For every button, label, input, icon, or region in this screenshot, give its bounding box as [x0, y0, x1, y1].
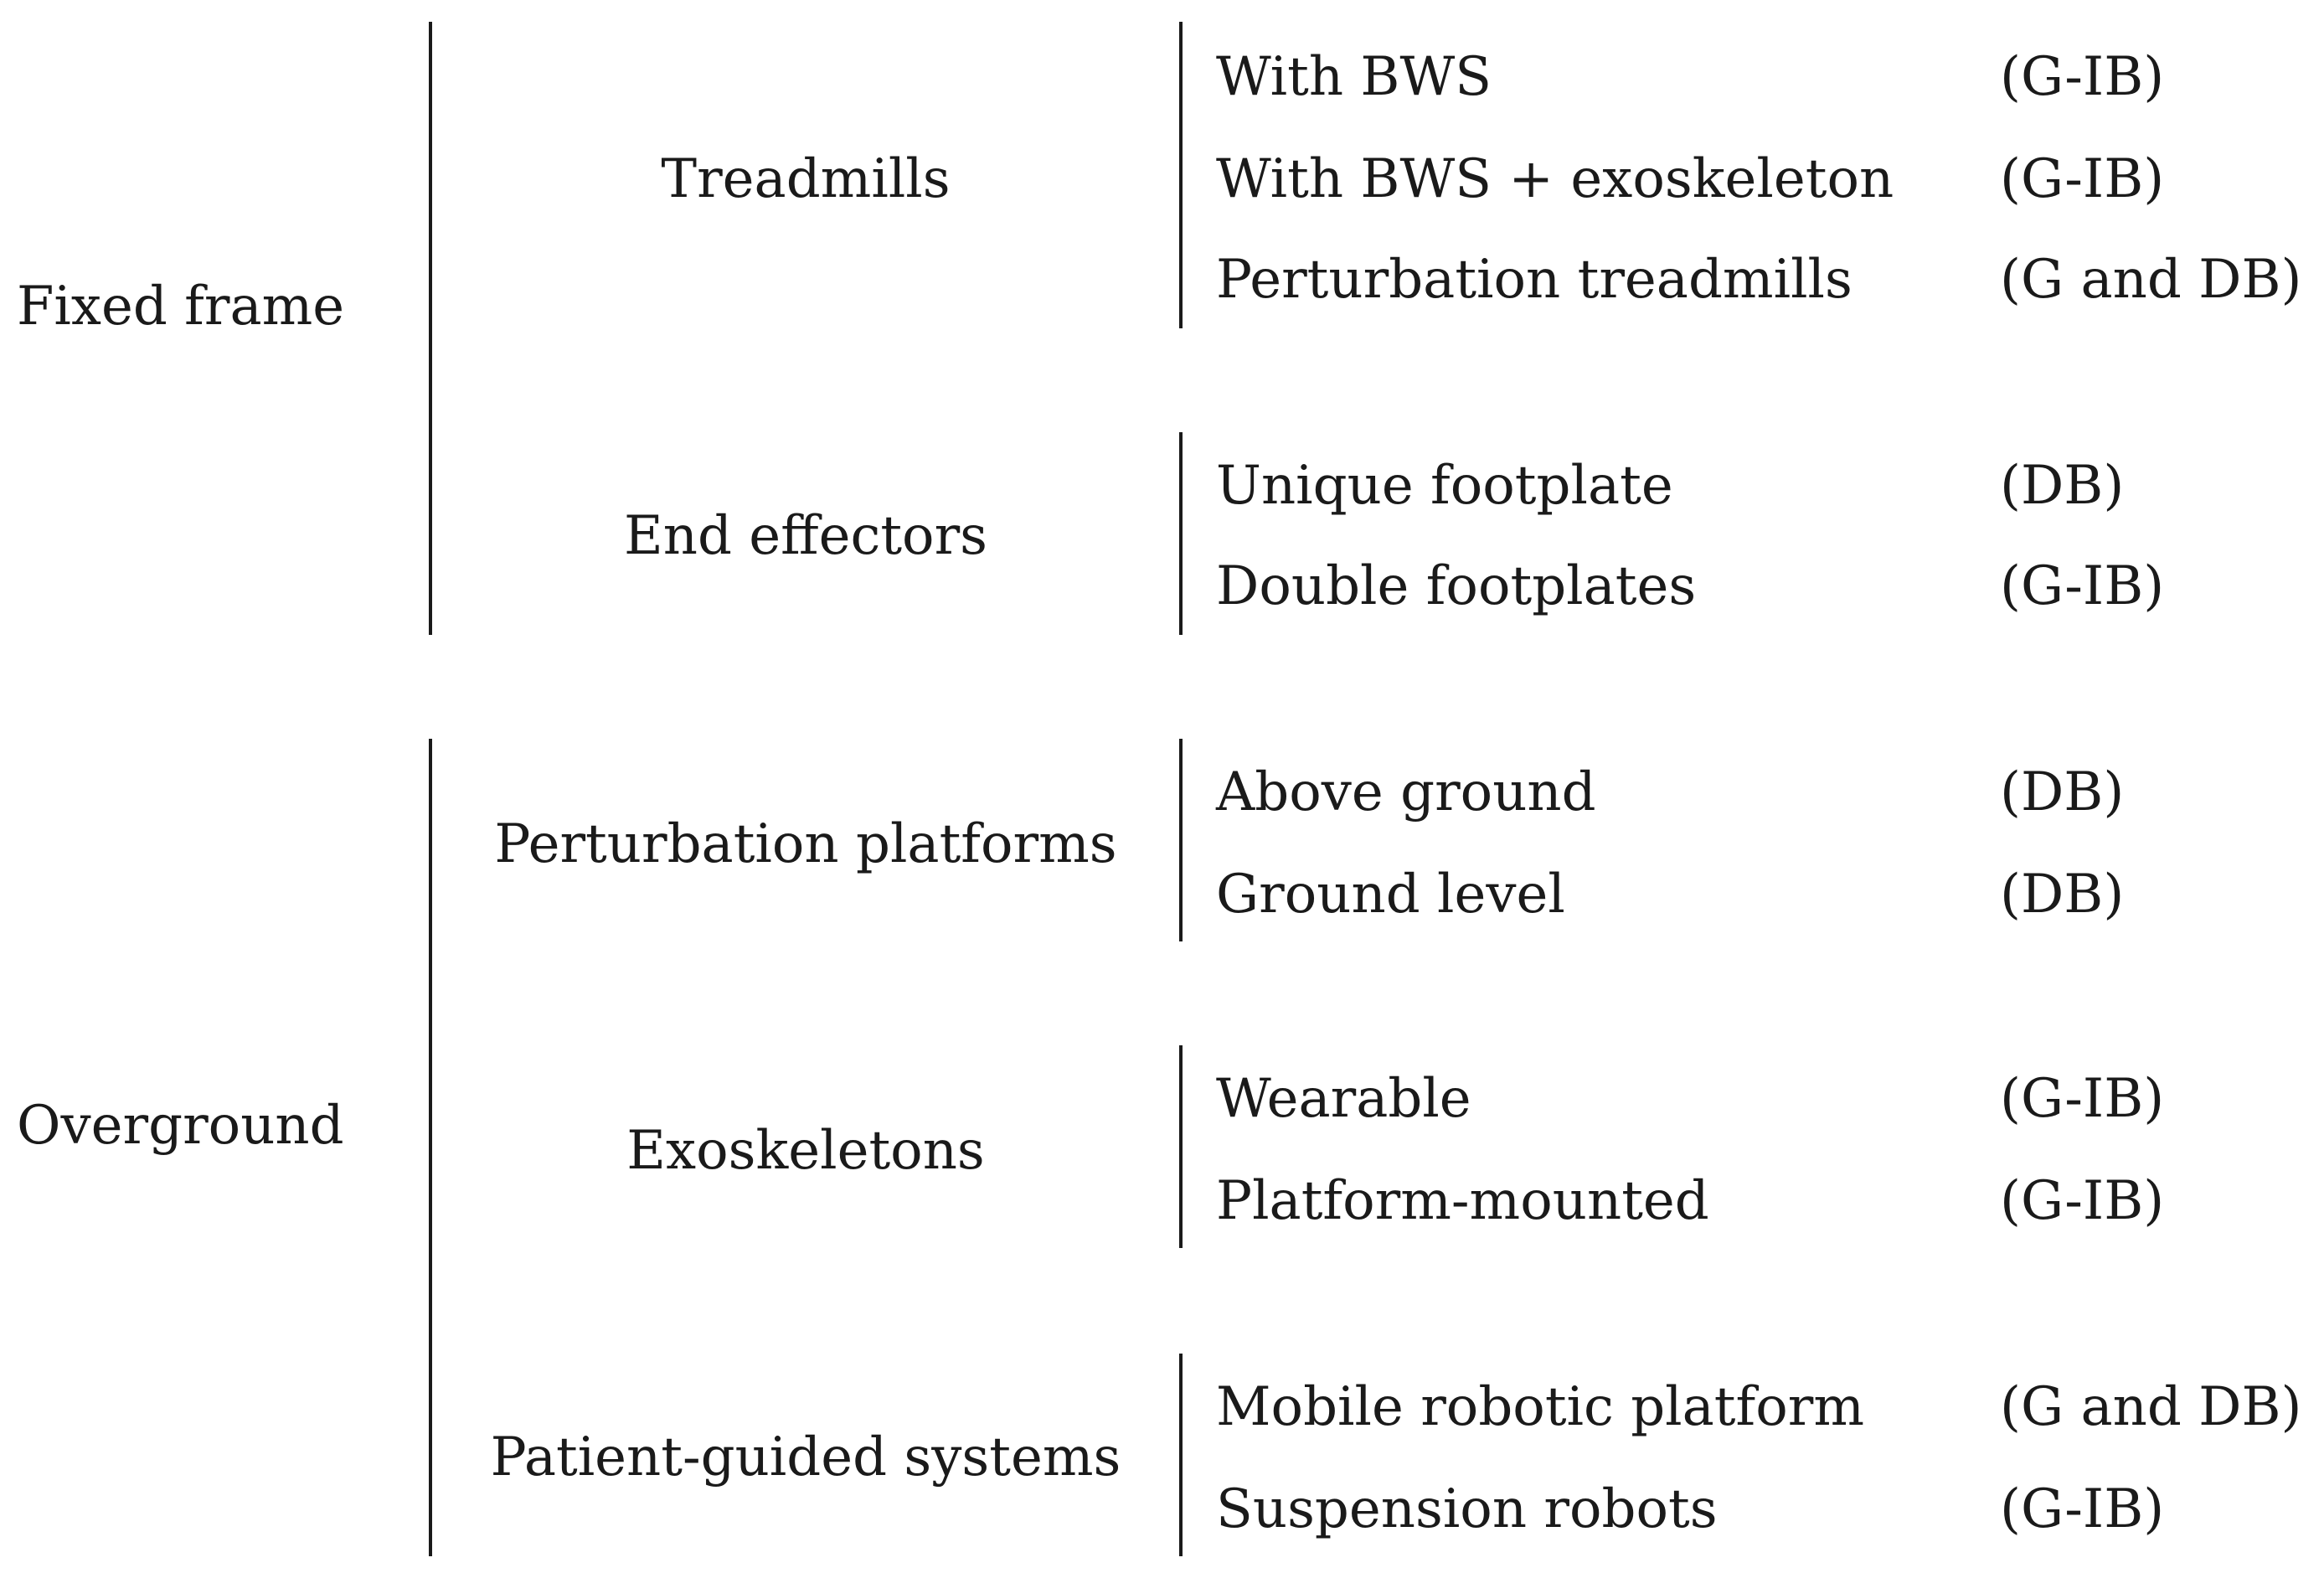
group-label: Perturbation platforms	[494, 813, 1117, 875]
item-label: With BWS + exoskeleton	[1216, 148, 1894, 210]
group-label: Treadmills	[661, 148, 951, 210]
item-label: Ground level	[1216, 864, 1565, 926]
category-label: Overground	[17, 1095, 344, 1157]
group-bracket-line	[1179, 739, 1183, 941]
category-bracket-line	[429, 22, 432, 635]
item-label: Mobile robotic platform	[1216, 1376, 1864, 1438]
item-label: Above ground	[1216, 761, 1596, 823]
group-bracket-line	[1179, 22, 1183, 328]
item-code: (DB)	[2000, 864, 2125, 926]
category-bracket-line	[429, 739, 432, 1556]
item-code: (G and DB)	[2000, 1376, 2302, 1438]
item-label: Wearable	[1216, 1068, 1471, 1130]
item-code: (G-IB)	[2000, 1068, 2165, 1130]
item-label: With BWS	[1216, 46, 1492, 108]
group-bracket-line	[1179, 1045, 1183, 1248]
item-code: (G and DB)	[2000, 249, 2302, 311]
item-label: Double footplates	[1216, 555, 1697, 617]
item-label: Platform-mounted	[1216, 1170, 1709, 1232]
group-bracket-line	[1179, 1354, 1183, 1556]
item-code: (DB)	[2000, 455, 2125, 517]
item-label: Suspension robots	[1216, 1478, 1718, 1540]
item-code: (G-IB)	[2000, 148, 2165, 210]
item-code: (G-IB)	[2000, 46, 2165, 108]
item-code: (DB)	[2000, 761, 2125, 823]
group-label: Patient-guided systems	[490, 1426, 1121, 1488]
item-code: (G-IB)	[2000, 555, 2165, 617]
item-label: Unique footplate	[1216, 455, 1673, 517]
item-code: (G-IB)	[2000, 1170, 2165, 1232]
group-bracket-line	[1179, 432, 1183, 635]
group-label: End effectors	[624, 505, 987, 567]
category-label: Fixed frame	[17, 276, 345, 338]
item-code: (G-IB)	[2000, 1478, 2165, 1540]
group-label: Exoskeletons	[626, 1120, 985, 1182]
item-label: Perturbation treadmills	[1216, 249, 1853, 311]
